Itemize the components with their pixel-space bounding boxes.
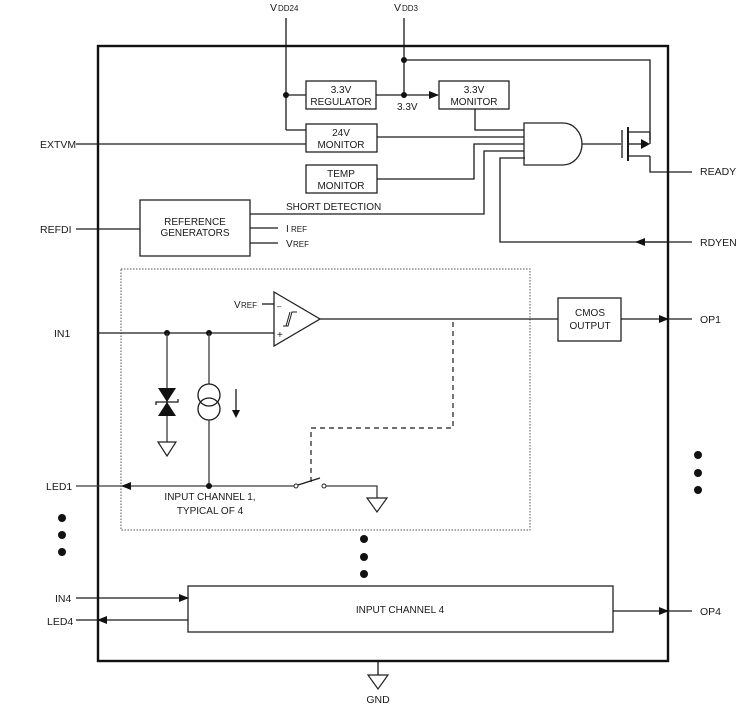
led1-pin-label: LED1 — [46, 481, 72, 493]
cmos-output-box — [557, 297, 622, 342]
reference-generators-label-line1: REFERENCE — [164, 217, 226, 228]
led1-junction-dot — [206, 483, 212, 489]
reference-generators-block: REFERENCE GENERATORS — [139, 199, 251, 257]
op4-pin-label: OP4 — [700, 606, 721, 618]
and-gate-symbol — [523, 122, 583, 166]
regulator-box — [305, 80, 377, 110]
input-channel-1-region — [120, 268, 531, 531]
short-detection-wire — [250, 150, 525, 215]
monitor-24-block: 24V MONITOR — [305, 123, 378, 153]
temp-monitor-label-line1: TEMP — [327, 169, 355, 180]
comparator-minus-sign: – — [277, 302, 282, 311]
regulator-label-line1: 3.3V — [331, 85, 352, 96]
rail-33-label: 3.3V — [397, 102, 418, 113]
reference-generators-label-line2: GENERATORS — [160, 228, 229, 239]
ellipsis-dots-center — [360, 535, 368, 578]
led4-pin-label: LED4 — [47, 616, 73, 628]
ellipsis-dots-left — [58, 514, 66, 556]
gnd-icon — [366, 674, 390, 691]
vdd24-pin: V DD24 — [270, 2, 306, 131]
monitor-33-label-line2: MONITOR — [450, 97, 497, 108]
switch-ground-icon — [365, 497, 389, 514]
vdd3-to-pmos-source-wire — [404, 59, 651, 140]
vref-label-sub: REF — [293, 240, 309, 249]
temp-monitor-to-and-wire — [377, 143, 525, 180]
vdd3-label-sub: DD3 — [402, 4, 419, 13]
pmos-transistor-symbol — [621, 127, 692, 173]
vref-label-main: V — [286, 239, 293, 250]
tvs-ground-icon — [156, 441, 178, 458]
refdi-pin-label: REFDI — [40, 224, 72, 236]
extvm-pin-label: EXTVM — [40, 139, 76, 151]
vdd24-label-sub: DD24 — [278, 4, 299, 13]
monitor-33-to-and-wire — [474, 109, 525, 131]
regulator-label-line2: REGULATOR — [310, 97, 371, 108]
regulator-block: 3.3V REGULATOR — [305, 80, 377, 110]
tvs-diode-symbol — [155, 333, 179, 442]
monitor-24-label-line2: MONITOR — [317, 140, 364, 151]
cmos-output-label-line2: OUTPUT — [569, 321, 610, 332]
channel-caption-line1: INPUT CHANNEL 1, — [164, 492, 255, 503]
current-source-symbol — [197, 333, 240, 485]
monitor-33-block: 3.3V MONITOR — [438, 80, 510, 110]
vdd3-label-main: V — [394, 2, 401, 14]
comparator-vref-main: V — [234, 300, 241, 311]
reference-generators-box — [139, 199, 251, 257]
short-detection-label: SHORT DETECTION — [286, 202, 381, 213]
monitor-33-box — [438, 80, 510, 110]
comparator-symbol — [262, 290, 322, 348]
rdyen-pin-label: RDYEN — [700, 237, 737, 249]
vdd3-pin: V DD3 — [394, 2, 651, 140]
input-channel-4-box — [187, 585, 614, 633]
gnd-pin-label: GND — [366, 694, 390, 706]
channel-caption-line2: TYPICAL OF 4 — [177, 506, 244, 517]
input-channel-4-label: INPUT CHANNEL 4 — [356, 605, 445, 616]
switch-symbol — [293, 477, 378, 498]
op1-pin-label: OP1 — [700, 314, 721, 326]
in4-pin-label: IN4 — [55, 593, 72, 605]
comparator-vref-sub: REF — [241, 301, 257, 310]
comparator-plus-sign: + — [277, 330, 283, 341]
temp-monitor-block: TEMP MONITOR — [305, 164, 378, 194]
input-channel-4-block: INPUT CHANNEL 4 — [187, 585, 614, 633]
in1-pin-label: IN1 — [54, 328, 71, 340]
monitor-33-label-line1: 3.3V — [464, 85, 485, 96]
rail-33-junction-dot — [401, 92, 407, 98]
rdyen-internal-wire — [499, 157, 668, 243]
cmos-output-label-line1: CMOS — [575, 308, 605, 319]
ready-pin-label: READY — [700, 166, 736, 178]
iref-label-sub: REF — [291, 225, 307, 234]
chip-outline — [96, 44, 670, 663]
vdd24-label-main: V — [270, 2, 277, 14]
monitor-24-label-line1: 24V — [332, 128, 350, 139]
switch-control-dashed-line — [310, 319, 454, 482]
temp-monitor-label-line2: MONITOR — [317, 181, 364, 192]
ellipsis-dots-right — [694, 451, 702, 494]
temp-monitor-box — [305, 164, 378, 194]
cmos-output-block: CMOS OUTPUT — [557, 297, 622, 342]
monitor-24-box — [305, 123, 378, 153]
iref-label-main: I — [286, 224, 289, 235]
